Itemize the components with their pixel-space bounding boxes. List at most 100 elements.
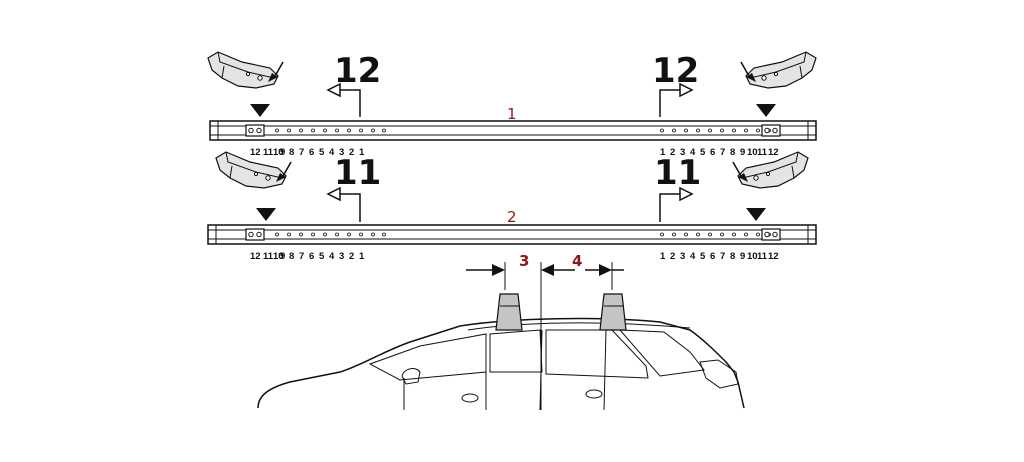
scale-number: 1 [660, 251, 666, 262]
section-arrow-icon [326, 82, 361, 117]
scale-number: 9 [280, 147, 285, 158]
section-callout-right: 12 [652, 51, 699, 91]
triangle-marker-icon [250, 104, 270, 117]
scale-number: 4 [329, 147, 335, 158]
bolt-hole [248, 231, 254, 238]
adjust-hole [359, 232, 363, 237]
adjust-hole [732, 232, 736, 237]
adjust-hole [299, 128, 303, 133]
car-outline-icon [257, 317, 745, 411]
scale-number: 1 [660, 147, 666, 158]
adjust-hole [684, 232, 688, 237]
adjust-hole [732, 128, 736, 133]
adjust-hole [720, 232, 724, 237]
scale-number: 1 [359, 251, 365, 262]
adjust-hole [287, 128, 291, 133]
scale-number: 7 [720, 251, 725, 262]
scale-number: 5 [700, 147, 706, 158]
adjust-hole [275, 128, 279, 133]
section-callout-right: 11 [654, 153, 701, 193]
scale-number: 1 [359, 147, 365, 158]
adjust-hole [323, 128, 327, 133]
adjust-hole [672, 128, 676, 133]
scale-number: 7 [299, 251, 304, 262]
bolt-hole [772, 231, 778, 238]
bolt-hole [256, 231, 262, 238]
scale-number: 12 [250, 147, 261, 158]
scale-number: 5 [319, 251, 325, 262]
adjust-hole [335, 128, 339, 133]
pointer-arrow-icon [276, 161, 292, 182]
measurement-label: 3 [519, 252, 529, 270]
dimension-arrow-icon [585, 264, 612, 276]
scale-number: 2 [349, 251, 354, 262]
scale-number: 3 [680, 251, 685, 262]
adjust-hole [708, 128, 712, 133]
scale-number: 2 [670, 251, 675, 262]
adjust-hole [684, 128, 688, 133]
scale-number: 2 [670, 147, 675, 158]
section-callout-left: 12 [334, 51, 381, 91]
bar-label: 1 [507, 105, 517, 123]
scale-number: 10 [273, 251, 284, 262]
adjust-hole [311, 128, 315, 133]
adjust-hole [744, 128, 748, 133]
scale-number: 8 [730, 251, 735, 262]
section-callout-left: 11 [334, 153, 381, 193]
dimension-arrow-icon [466, 264, 505, 276]
roof-carrier-foot-icon [599, 293, 627, 331]
bracket-clamp-icon [745, 51, 817, 89]
scale-number: 4 [690, 147, 696, 158]
adjust-hole [371, 232, 375, 237]
scale-number: 12 [250, 251, 261, 262]
scale-number: 8 [289, 251, 294, 262]
adjust-hole [311, 232, 315, 237]
section-arrow-icon [326, 186, 361, 222]
adjust-hole [708, 232, 712, 237]
scale-number: 2 [349, 147, 354, 158]
bar-label: 2 [507, 208, 517, 226]
scale-number: 11 [757, 251, 768, 262]
scale-number: 11 [263, 251, 274, 262]
scale-number: 3 [339, 147, 344, 158]
adjust-hole [371, 128, 375, 133]
scale-number: 7 [720, 147, 725, 158]
scale-number: 7 [299, 147, 304, 158]
adjust-hole [335, 232, 339, 237]
scale-number: 12 [768, 251, 779, 262]
scale-number: 6 [309, 147, 314, 158]
adjust-hole [347, 128, 351, 133]
scale-number: 10 [747, 147, 758, 158]
pointer-arrow-icon [732, 161, 748, 182]
bolt-hole [764, 231, 770, 238]
scale-number: 9 [280, 251, 285, 262]
adjust-hole [672, 232, 676, 237]
adjust-hole [660, 128, 664, 133]
scale-number: 3 [339, 251, 344, 262]
adjust-hole [382, 232, 386, 237]
adjust-hole [287, 232, 291, 237]
scale-number: 4 [690, 251, 696, 262]
adjust-hole [756, 128, 760, 133]
bolt-hole [256, 127, 262, 134]
crossbar-2 [207, 224, 817, 245]
scale-number: 9 [740, 251, 745, 262]
scale-number: 10 [273, 147, 284, 158]
scale-number: 8 [730, 147, 735, 158]
adjust-hole [696, 128, 700, 133]
adjust-hole [756, 232, 760, 237]
dimension-arrow-icon [541, 264, 575, 276]
adjust-hole [720, 128, 724, 133]
bracket-clamp-icon [207, 51, 279, 89]
scale-number: 4 [329, 251, 335, 262]
adjust-hole [660, 232, 664, 237]
triangle-marker-icon [256, 208, 276, 221]
triangle-marker-icon [756, 104, 776, 117]
adjust-hole [359, 128, 363, 133]
bolt-hole [764, 127, 770, 134]
scale-number: 6 [309, 251, 314, 262]
scale-number: 6 [710, 147, 715, 158]
